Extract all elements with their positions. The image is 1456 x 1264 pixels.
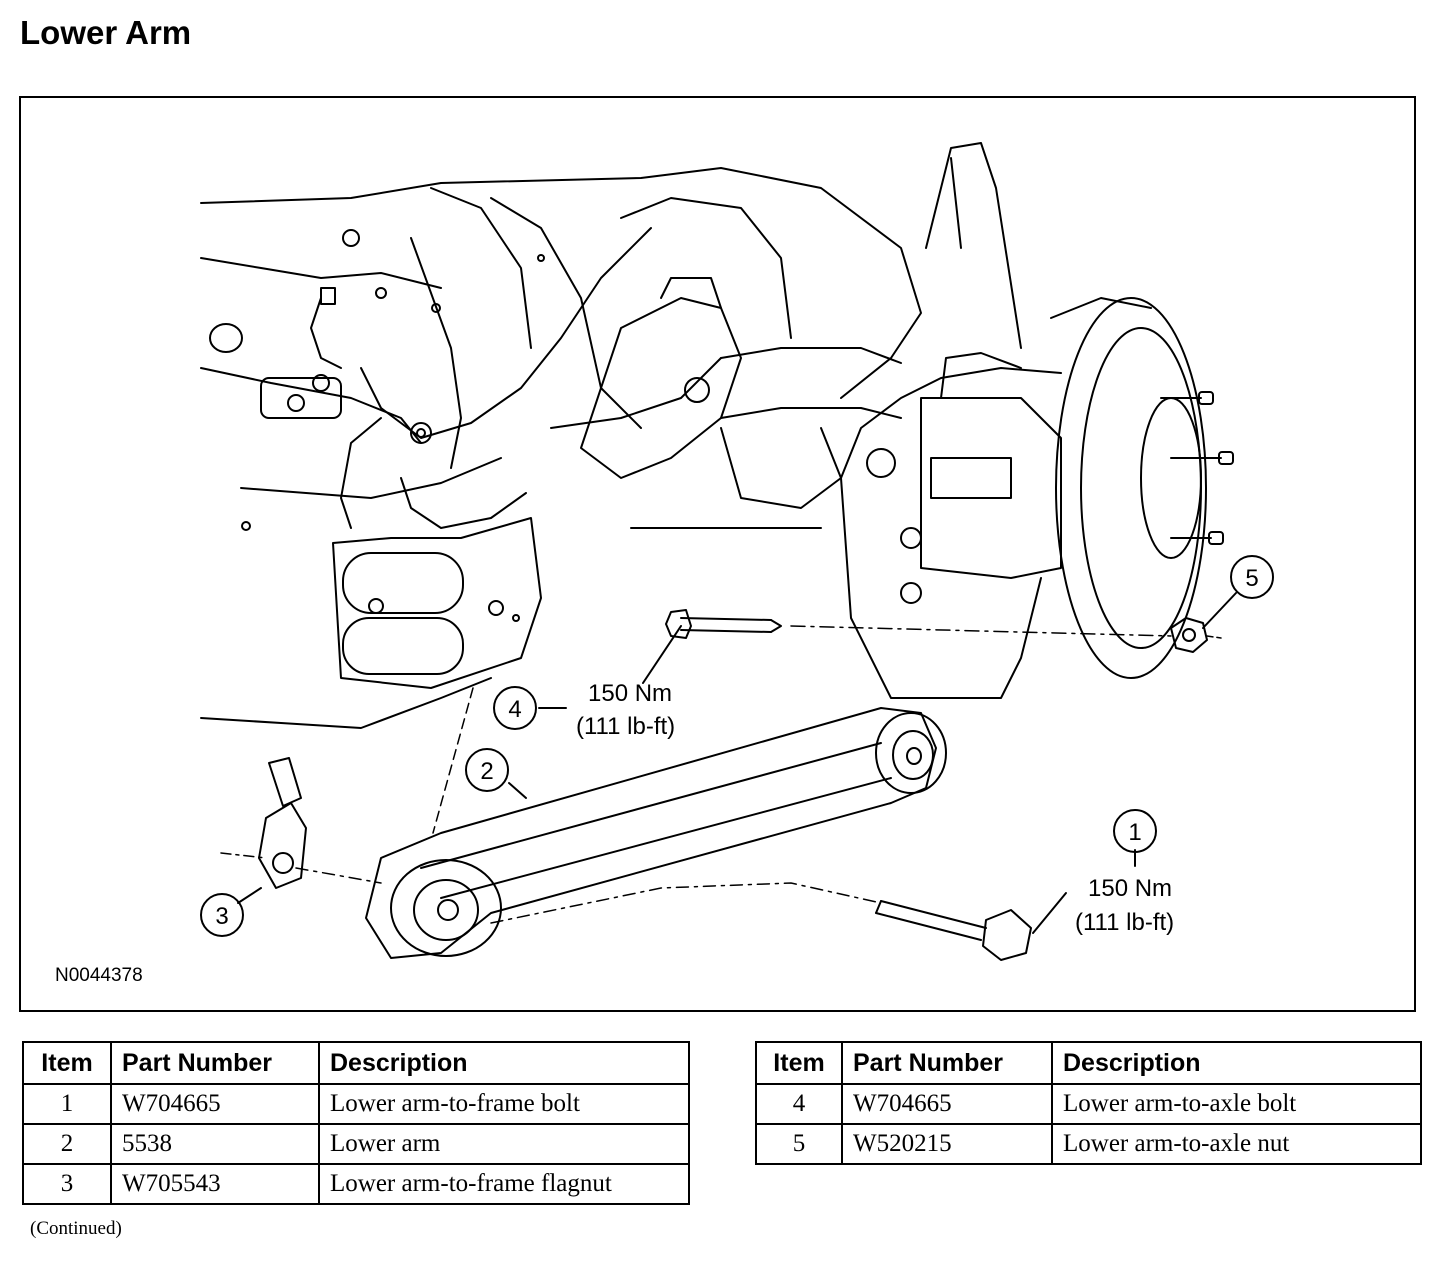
page-title: Lower Arm [20, 14, 192, 51]
continued-note: (Continued) [30, 1218, 122, 1239]
frame-structure [200, 167, 922, 729]
callout-1-torque-lbft: (111 lb-ft) [1075, 909, 1174, 936]
cell-item: 2 [22, 1123, 112, 1165]
table-header-row: Item Part Number Description [755, 1041, 1422, 1085]
table-row: 5 W520215 Lower arm-to-axle nut [755, 1123, 1422, 1165]
callout-4-torque-nm: 150 Nm [588, 680, 672, 707]
callout-5-number: 5 [1245, 565, 1258, 592]
cell-part-number: W704665 [110, 1083, 320, 1125]
parts-table-left: Item Part Number Description 1 W704665 L… [22, 1041, 690, 1205]
table-header-row: Item Part Number Description [22, 1041, 690, 1085]
cell-description: Lower arm-to-frame flagnut [318, 1163, 690, 1205]
callout-circle-2 [465, 748, 509, 792]
cell-item: 1 [22, 1083, 112, 1125]
frame-flagnut-item-3 [220, 757, 382, 889]
frame-bracket [332, 422, 542, 689]
table-row: 2 5538 Lower arm [22, 1123, 690, 1165]
callout-leaders [237, 592, 1237, 934]
header-item: Item [22, 1041, 112, 1085]
lower-arm-illustration: 1 2 3 4 5 150 Nm (111 lb-ft) 150 Nm (111… [55, 142, 1274, 986]
cell-description: Lower arm-to-axle bolt [1051, 1083, 1422, 1125]
cell-part-number: W520215 [841, 1123, 1053, 1165]
axle-nut-item-5 [1170, 617, 1222, 653]
header-description: Description [1051, 1041, 1422, 1085]
table-row: 4 W704665 Lower arm-to-axle bolt [755, 1083, 1422, 1125]
cell-part-number: 5538 [110, 1123, 320, 1165]
callout-1-number: 1 [1128, 819, 1141, 846]
cell-description: Lower arm-to-frame bolt [318, 1083, 690, 1125]
callout-3-number: 3 [215, 903, 228, 930]
cell-item: 3 [22, 1163, 112, 1205]
frame-bolt-item-1 [490, 882, 1032, 961]
cell-item: 5 [755, 1123, 843, 1165]
header-part-number: Part Number [110, 1041, 320, 1085]
callout-circle-1 [1113, 809, 1157, 853]
cell-description: Lower arm-to-axle nut [1051, 1123, 1422, 1165]
header-part-number: Part Number [841, 1041, 1053, 1085]
figure-id: N0044378 [55, 965, 143, 986]
lower-arm-item-2 [365, 707, 947, 959]
exploded-view-figure: 1 2 3 4 5 150 Nm (111 lb-ft) 150 Nm (111… [19, 96, 1416, 1012]
cell-part-number: W704665 [841, 1083, 1053, 1125]
cell-part-number: W705543 [110, 1163, 320, 1205]
table-row: 1 W704665 Lower arm-to-frame bolt [22, 1083, 690, 1125]
header-description: Description [318, 1041, 690, 1085]
callout-4-torque-lbft: (111 lb-ft) [576, 713, 675, 740]
callout-circle-4 [493, 686, 537, 730]
callout-1-torque-nm: 150 Nm [1088, 875, 1172, 902]
header-item: Item [755, 1041, 843, 1085]
table-row: 3 W705543 Lower arm-to-frame flagnut [22, 1163, 690, 1205]
axle-bolt-item-4 [665, 609, 1172, 639]
axle-housing [550, 277, 902, 529]
callout-circle-5 [1230, 555, 1274, 599]
callout-2-number: 2 [480, 758, 493, 785]
brake-assembly [840, 142, 1234, 699]
callout-circle-3 [200, 893, 244, 937]
parts-table-right: Item Part Number Description 4 W704665 L… [755, 1041, 1422, 1165]
cell-description: Lower arm [318, 1123, 690, 1165]
cell-item: 4 [755, 1083, 843, 1125]
callout-4-number: 4 [508, 696, 521, 723]
